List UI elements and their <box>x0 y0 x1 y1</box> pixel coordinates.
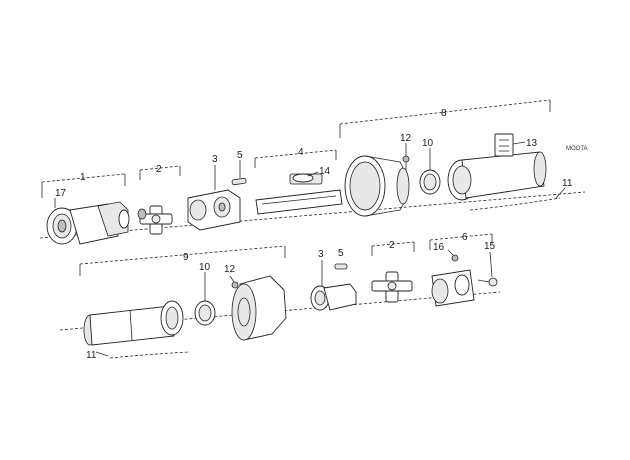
label-6: 6 <box>462 232 468 243</box>
label-1: 1 <box>80 172 86 183</box>
label-17: 17 <box>55 188 67 199</box>
leader-lines <box>41 99 566 357</box>
part-inner-yoke-lower <box>310 283 357 311</box>
label-11-lower: 11 <box>86 350 97 361</box>
label-3-upper: 3 <box>212 154 218 165</box>
label-2-lower: 2 <box>389 240 395 251</box>
label-12-upper: 12 <box>400 133 412 144</box>
label-3-lower: 3 <box>318 249 324 260</box>
part-inner-yoke-upper <box>187 189 241 231</box>
part-screw-lower <box>231 281 239 289</box>
part-flange-yoke <box>46 201 130 245</box>
part-grease-nipple <box>451 254 459 262</box>
label-14: 14 <box>319 166 331 177</box>
part-guard-tube-upper <box>447 133 547 201</box>
part-cross-kit-lower <box>371 271 413 303</box>
upper-axis-line <box>39 191 586 239</box>
label-15: 15 <box>484 241 496 252</box>
part-guard-cone-lower <box>231 275 287 341</box>
part-spring-pin-lower <box>334 263 348 270</box>
label-5-lower: 5 <box>338 248 344 259</box>
label-10-upper: 10 <box>422 138 434 149</box>
part-yoke-lower <box>431 269 475 307</box>
label-5-upper: 5 <box>237 150 243 161</box>
label-11-upper: 11 <box>562 178 573 189</box>
part-spring-pin-upper <box>231 177 247 186</box>
part-bearing-ring-lower <box>194 300 216 326</box>
label-12-lower: 12 <box>224 264 236 275</box>
part-guard-tube-lower <box>83 300 184 346</box>
label-16: 16 <box>433 242 445 253</box>
part-chain-lower <box>109 351 191 359</box>
label-2-upper: 2 <box>156 164 162 175</box>
part-chain-upper <box>469 197 561 211</box>
reference-code: MOOTA <box>566 146 588 152</box>
label-9: 9 <box>183 252 189 263</box>
label-4: 4 <box>298 147 304 158</box>
label-10-lower: 10 <box>199 262 211 273</box>
part-bolt <box>477 277 498 287</box>
part-guard-cone-upper <box>344 155 410 217</box>
label-13: 13 <box>526 138 538 149</box>
part-bearing-ring-upper <box>419 169 441 195</box>
part-cross-kit-upper <box>137 205 173 235</box>
label-8: 8 <box>441 108 447 119</box>
